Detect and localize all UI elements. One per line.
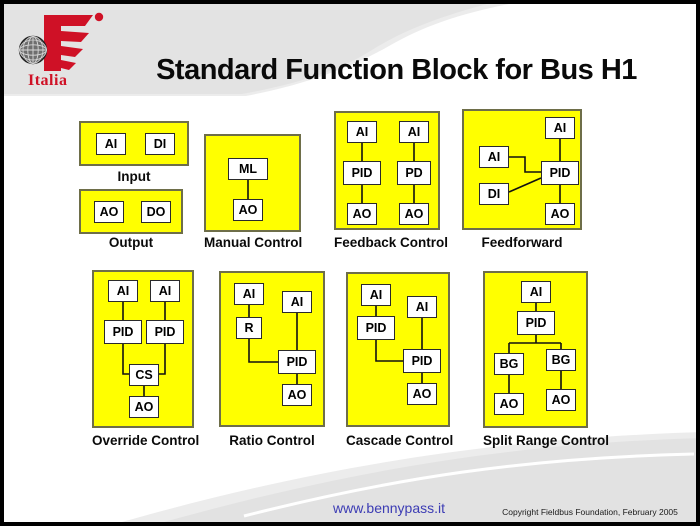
block-ai: AI <box>407 296 437 318</box>
globe-icon <box>18 35 48 65</box>
block-ao: AO <box>545 203 575 225</box>
block-pid: PID <box>278 350 316 374</box>
block-ai: AI <box>347 121 377 143</box>
block-ai: AI <box>282 291 312 313</box>
ratio-control-panel: AI R AI PID AO <box>219 271 325 427</box>
slide-title: Standard Function Block for Bus H1 <box>156 54 637 86</box>
block-di: DI <box>145 133 175 155</box>
connector-lines <box>361 143 415 203</box>
block-bg: BG <box>546 349 576 371</box>
block-ao: AO <box>407 383 437 405</box>
input-panel: AI DI <box>79 121 189 166</box>
connector-lines <box>508 139 561 203</box>
block-pid: PID <box>517 311 555 335</box>
panel-label-feedforward: Feedforward <box>481 235 563 250</box>
panel-label-split-range: Split Range Control <box>483 433 609 448</box>
block-ai: AI <box>361 284 391 306</box>
block-ai: AI <box>108 280 138 302</box>
panel-label-cascade: Cascade Control <box>346 433 454 448</box>
panel-label-override: Override Control <box>92 433 200 448</box>
connector-lines <box>508 303 562 393</box>
block-ai: AI <box>150 280 180 302</box>
block-ao: AO <box>546 389 576 411</box>
feedforward-panel: AI AI PID DI AO <box>462 109 582 230</box>
panel-label-feedback: Feedback Control <box>334 235 449 250</box>
block-ai: AI <box>96 133 126 155</box>
block-ai: AI <box>521 281 551 303</box>
panel-label-manual: Manual Control <box>204 235 303 250</box>
block-ml: ML <box>228 158 268 180</box>
feedback-control-panel: AI AI PID PD AO AO <box>334 111 440 230</box>
panel-label-output: Output <box>108 235 154 250</box>
connector-lines <box>248 305 298 384</box>
block-do: DO <box>141 201 171 223</box>
logo-region-label: Italia <box>28 72 68 89</box>
block-cs: CS <box>129 364 159 386</box>
block-ao: AO <box>129 396 159 418</box>
block-ai: AI <box>545 117 575 139</box>
manual-control-panel: ML AO <box>204 134 301 232</box>
block-ai: AI <box>479 146 509 168</box>
block-ao: AO <box>233 199 263 221</box>
block-bg: BG <box>494 353 524 375</box>
block-pid: PID <box>403 349 441 373</box>
block-pid: PID <box>343 161 381 185</box>
panel-label-ratio: Ratio Control <box>229 433 315 448</box>
block-ao: AO <box>282 384 312 406</box>
block-r: R <box>236 317 262 339</box>
cascade-control-panel: AI PID AI PID AO <box>346 272 450 427</box>
fieldbus-italia-logo: Italia <box>14 10 106 94</box>
override-control-panel: AI AI PID PID CS AO <box>92 270 194 428</box>
split-range-control-panel: AI PID BG BG AO AO <box>483 271 588 428</box>
fieldbus-logo-icon <box>18 12 104 71</box>
block-pid: PID <box>146 320 184 344</box>
block-pid: PID <box>541 161 579 185</box>
block-ao: AO <box>494 393 524 415</box>
block-ai: AI <box>234 283 264 305</box>
block-ao: AO <box>399 203 429 225</box>
block-pid: PID <box>104 320 142 344</box>
connector-lines <box>375 306 423 383</box>
website-link[interactable]: www.bennypass.it <box>332 500 446 516</box>
block-pd: PD <box>397 161 431 185</box>
block-ao: AO <box>347 203 377 225</box>
panel-label-input: Input <box>117 169 151 184</box>
connector-lines <box>247 180 249 199</box>
block-ai: AI <box>399 121 429 143</box>
block-di: DI <box>479 183 509 205</box>
output-panel: AO DO <box>79 189 183 234</box>
connector-lines <box>122 302 166 396</box>
block-pid: PID <box>357 316 395 340</box>
block-ao: AO <box>94 201 124 223</box>
copyright-text: Copyright Fieldbus Foundation, February … <box>502 507 678 517</box>
